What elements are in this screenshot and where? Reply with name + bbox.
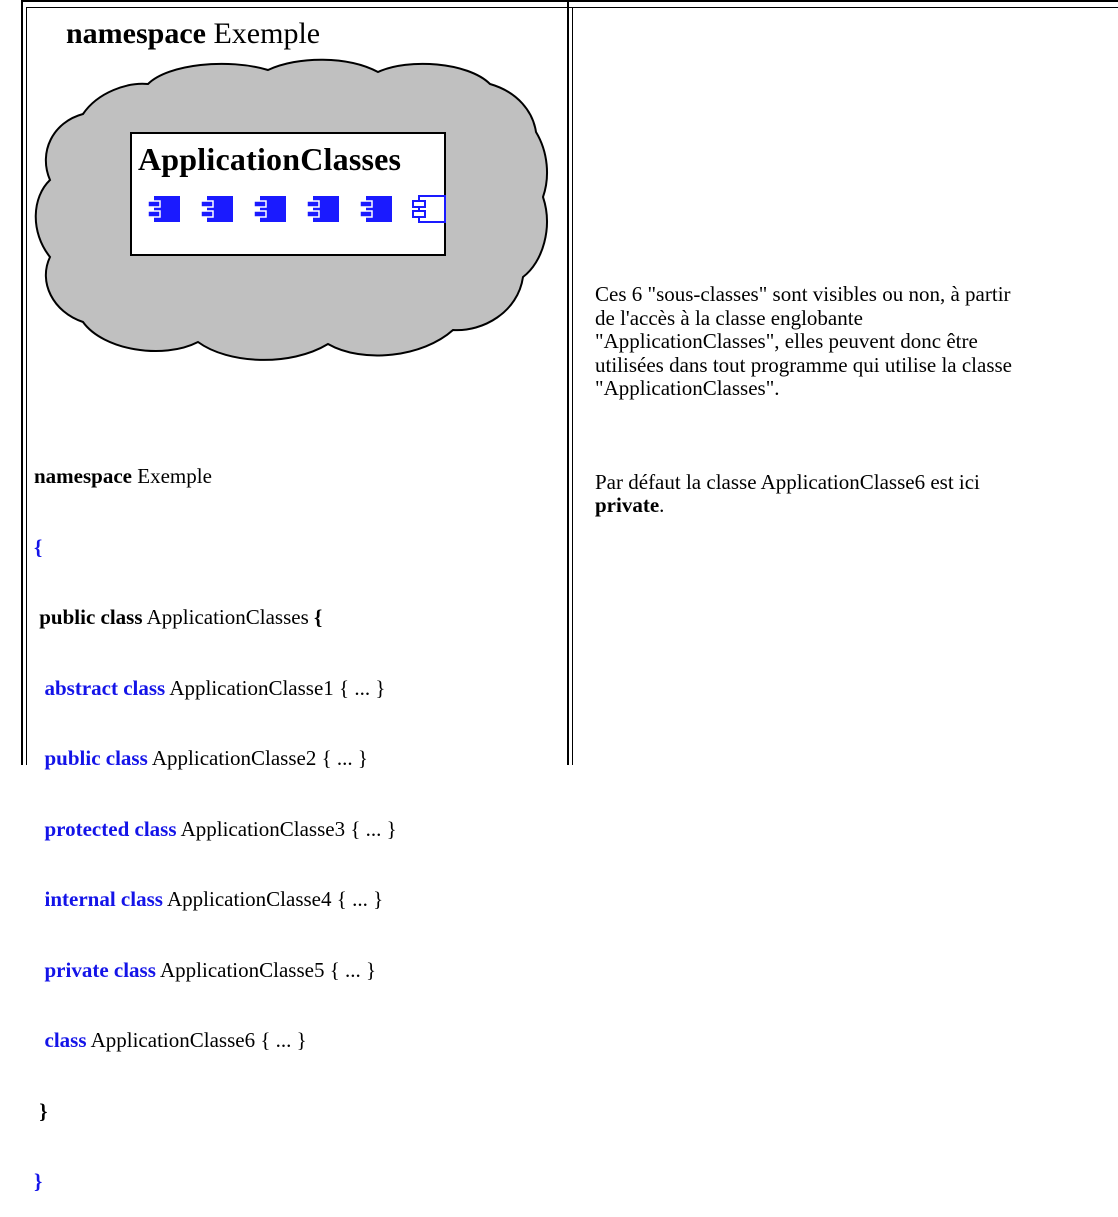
code-modifier-2: public class (44, 746, 148, 770)
code-modifier-3: protected class (44, 816, 177, 841)
code-open-brace: { (34, 534, 43, 559)
code-line-class-4: internal class ApplicationClasse4 { ... … (34, 887, 397, 912)
code-line-close-outer: } (34, 1169, 397, 1194)
code-class-1: ApplicationClasse1 { ... } (165, 675, 386, 700)
namespace-name: Exemple (213, 17, 321, 50)
default-access-line: Par défaut la classe ApplicationClasse6 … (595, 469, 980, 494)
code-class-6: ApplicationClasse6 { ... } (86, 1028, 307, 1052)
table-column-divider-inner (572, 7, 573, 765)
code-class-5: ApplicationClasse5 { ... } (155, 957, 377, 982)
code-line-close-inner: } (34, 1098, 397, 1124)
explanation-text: Ces 6 "sous-classes" sont visibles ou no… (595, 282, 1118, 518)
application-classes-box: ApplicationClasses (130, 132, 446, 256)
component-icons (144, 194, 449, 224)
explanation-line-4: utilisées dans tout programme qui utilis… (595, 352, 1012, 377)
code-modifier-5: private class (44, 957, 156, 982)
component-icon-2 (200, 196, 233, 222)
component-icon-4 (306, 196, 339, 222)
explanation-line-5: "ApplicationClasses". (595, 376, 780, 400)
code-modifier-4: internal class (44, 887, 163, 911)
component-icon-3 (253, 196, 286, 222)
code-modifier-6: class (44, 1028, 87, 1052)
code-line-class-3: protected class ApplicationClasse3 { ...… (34, 816, 397, 842)
code-class-4: ApplicationClasse4 { ... } (162, 887, 384, 911)
default-access-value: private. (595, 493, 1118, 518)
code-modifier-1: abstract class (44, 675, 166, 700)
private-keyword: private (595, 493, 660, 517)
explanation-line-3: "ApplicationClasses", elles peuvent donc… (595, 329, 978, 353)
explanation-paragraph-2: Par défaut la classe ApplicationClasse6 … (595, 469, 1118, 518)
code-line-namespace: namespace Exemple (34, 464, 397, 489)
code-class-3: ApplicationClasse3 { ... } (176, 816, 397, 841)
component-icon-1 (147, 196, 180, 222)
explanation-paragraph-1: Ces 6 "sous-classes" sont visibles ou no… (595, 282, 1118, 401)
explanation-line-1: Ces 6 "sous-classes" sont visibles ou no… (595, 282, 1011, 306)
code-outer-class-brace: { (314, 605, 323, 629)
code-namespace-name: Exemple (132, 464, 212, 488)
namespace-keyword: namespace (66, 17, 206, 50)
code-line-outer-class: public class ApplicationClasses { (34, 605, 397, 630)
code-line-class-1: abstract class ApplicationClasse1 { ... … (34, 675, 397, 701)
class-box-title: ApplicationClasses (138, 141, 402, 177)
table-outer-border (21, 0, 1118, 765)
explanation-line-2: de l'accès à la classe englobante (595, 305, 863, 330)
code-close-inner-brace: } (39, 1098, 48, 1123)
code-line-class-5: private class ApplicationClasse5 { ... } (34, 957, 397, 983)
code-line-open-brace: { (34, 534, 397, 560)
component-icon-5 (359, 196, 392, 222)
namespace-diagram: namespace Exemple ApplicationClasses (28, 12, 568, 402)
code-listing: namespace Exemple { public class Applica… (34, 418, 397, 1217)
code-keyword-public-class: public class (39, 605, 143, 629)
code-line-class-2: public class ApplicationClasse2 { ... } (34, 746, 397, 771)
code-line-class-6: class ApplicationClasse6 { ... } (34, 1028, 397, 1053)
component-icon-6-outline (412, 195, 446, 223)
code-outer-class-name: ApplicationClasses (142, 605, 315, 629)
period: . (659, 493, 665, 517)
code-keyword-namespace: namespace (34, 464, 132, 488)
code-class-2: ApplicationClasse2 { ... } (147, 746, 369, 770)
table-column-divider (567, 0, 569, 765)
code-close-outer-brace: } (34, 1169, 43, 1193)
namespace-title: namespace Exemple (66, 16, 320, 52)
table-inner-left-border (26, 7, 27, 765)
